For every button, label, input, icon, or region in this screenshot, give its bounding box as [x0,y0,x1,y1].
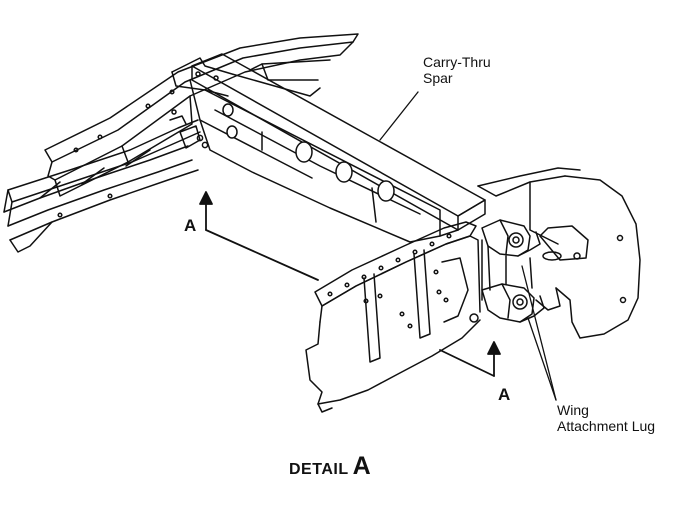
spar-label-line2: Spar [423,69,453,86]
center-bulkhead-web [169,79,459,243]
section-label-left: A [184,216,197,235]
section-label-right: A [498,385,511,404]
lug-label-line2: Attachment Lug [557,417,656,434]
lug-label-line1: Wing [557,402,589,418]
spar-leader-line [379,91,419,141]
carry-thru-spar [191,53,486,231]
left-side-frame [3,33,359,253]
section-cut-line [199,191,501,377]
spar-label-line1: Carry-Thru [423,54,491,70]
front-bulkhead-plate [305,221,481,413]
wing-attachment-lug-label: Wing Attachment Lug [557,402,656,434]
lug-leader-line-lower [527,317,557,401]
lug-leader-line-upper [521,265,557,401]
wing-attachment-lugs [481,219,545,323]
detail-caption-letter: A [352,452,371,480]
leader-lines [379,91,557,401]
detail-caption-word: DETAIL [289,461,349,478]
carry-thru-spar-label: Carry-Thru Spar [423,54,491,86]
right-side-skin [477,167,641,339]
